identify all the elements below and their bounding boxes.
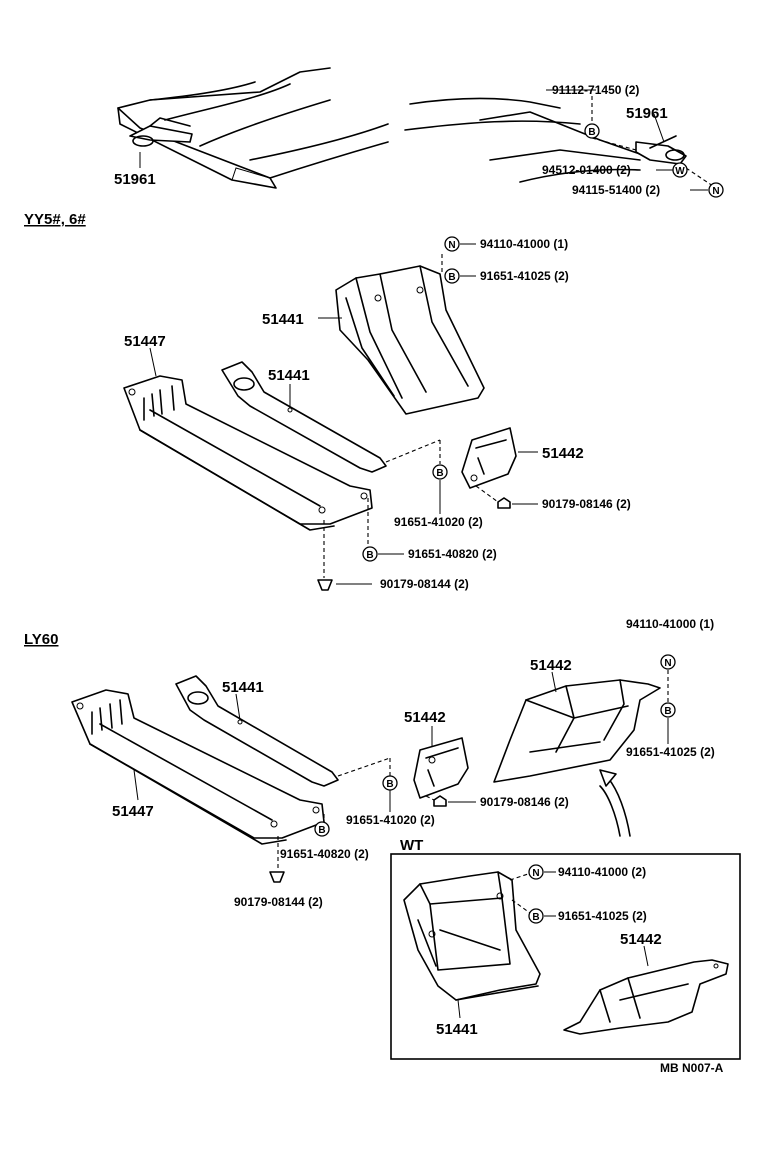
ref-51442-yy: 51442 — [542, 445, 584, 462]
ref-51442-wt: 51442 — [620, 931, 662, 948]
part-number-94512-01400: 94512-01400 (2) — [542, 163, 631, 177]
svg-text:N: N — [664, 658, 671, 669]
bolt-symbol: B — [362, 546, 378, 562]
svg-text:B: B — [366, 550, 373, 561]
part-number-91651-41025-wt: 91651-41025 (2) — [558, 909, 647, 923]
part-number-94110-41000: 94110-41000 (1) — [480, 237, 568, 251]
frame-rail-left — [117, 67, 389, 189]
part-number-94115-51400: 94115-51400 (2) — [572, 183, 660, 197]
svg-text:N: N — [448, 240, 455, 251]
nut-symbol: N — [528, 864, 544, 880]
part-number-90179-08146: 90179-08146 (2) — [480, 795, 569, 809]
washer-symbol: W — [672, 162, 688, 178]
part-number-91651-41025: 91651-41025 (2) — [626, 745, 715, 759]
bolt-symbol: B — [382, 775, 398, 791]
ref-51441-ly: 51441 — [222, 679, 264, 696]
bolt-symbol: B — [660, 702, 676, 718]
bolt-symbol: B — [444, 268, 460, 284]
ref-51442-ly-large: 51442 — [530, 657, 572, 674]
part-number-94110-41000-wt: 94110-41000 (2) — [558, 865, 646, 879]
bracket-51442-ly-large — [493, 679, 661, 783]
clip-90179-08146-ly — [433, 795, 447, 807]
bracket-51441-yy-upper — [335, 265, 485, 415]
ly-leaders — [133, 670, 669, 870]
plate-51441-ly — [175, 675, 339, 787]
ref-51441-yy-lower: 51441 — [268, 367, 310, 384]
part-number-91651-40820: 91651-40820 (2) — [408, 547, 497, 561]
part-number-90179-08144: 90179-08144 (2) — [234, 895, 323, 909]
part-number-91651-41020: 91651-41020 (2) — [346, 813, 435, 827]
part-number-91651-41020: 91651-41020 (2) — [394, 515, 483, 529]
svg-text:B: B — [318, 825, 325, 836]
svg-text:N: N — [532, 868, 539, 879]
nut-symbol: N — [708, 182, 724, 198]
bolt-symbol: B — [314, 821, 330, 837]
svg-text:B: B — [386, 779, 393, 790]
bracket-51442-yy — [461, 427, 517, 489]
crossmember-51447-ly — [71, 689, 325, 845]
yy-leaders — [149, 243, 538, 585]
clip-90179-08146-yy — [497, 497, 511, 509]
frame-rail-right — [404, 97, 641, 183]
bracket-51441-wt — [403, 871, 541, 1001]
wt-inset-frame — [390, 853, 741, 1060]
clip-90179-08144-ly — [269, 871, 285, 883]
bracket-51442-wt — [563, 959, 729, 1035]
svg-text:B: B — [448, 272, 455, 283]
diagram-code: MB N007-A — [660, 1061, 724, 1075]
part-number-91651-41025: 91651-41025 (2) — [480, 269, 569, 283]
crossmember-51447-yy — [123, 375, 373, 531]
arrow-to-wt — [599, 769, 631, 837]
bolt-symbol: B — [432, 464, 448, 480]
bolt-symbol: B — [584, 123, 600, 139]
section-title-yy: YY5#, 6# — [24, 211, 86, 228]
ref-51442-ly-small: 51442 — [404, 709, 446, 726]
part-number-90179-08146: 90179-08146 (2) — [542, 497, 631, 511]
part-number-94110-41000: 94110-41000 (1) — [626, 617, 714, 631]
svg-text:B: B — [436, 468, 443, 479]
clip-90179-08144-yy — [317, 579, 333, 591]
part-number-91651-40820: 91651-40820 (2) — [280, 847, 369, 861]
ref-51447-ly: 51447 — [112, 803, 154, 820]
bolt-symbol: B — [528, 908, 544, 924]
bracket-51442-ly-small — [413, 737, 469, 799]
ref-51447-yy: 51447 — [124, 333, 166, 350]
part-number-90179-08144: 90179-08144 (2) — [380, 577, 469, 591]
svg-text:W: W — [675, 166, 685, 177]
part-number-91112-71450: 91112-71450 (2) — [552, 83, 639, 97]
ref-51441-wt: 51441 — [436, 1021, 478, 1038]
ref-51441-yy-upper: 51441 — [262, 311, 304, 328]
tow-hook-right — [635, 135, 687, 165]
nut-symbol: N — [444, 236, 460, 252]
plate-51441-yy-lower — [221, 361, 387, 473]
section-title-ly: LY60 — [24, 631, 58, 648]
tow-hook-left — [129, 117, 193, 147]
svg-text:N: N — [712, 186, 719, 197]
section-title-wt: WT — [400, 837, 423, 854]
svg-text:B: B — [588, 127, 595, 138]
nut-symbol: N — [660, 654, 676, 670]
svg-text:B: B — [664, 706, 671, 717]
ref-51961-left: 51961 — [114, 171, 156, 188]
ref-51961-right: 51961 — [626, 105, 668, 122]
svg-text:B: B — [532, 912, 539, 923]
